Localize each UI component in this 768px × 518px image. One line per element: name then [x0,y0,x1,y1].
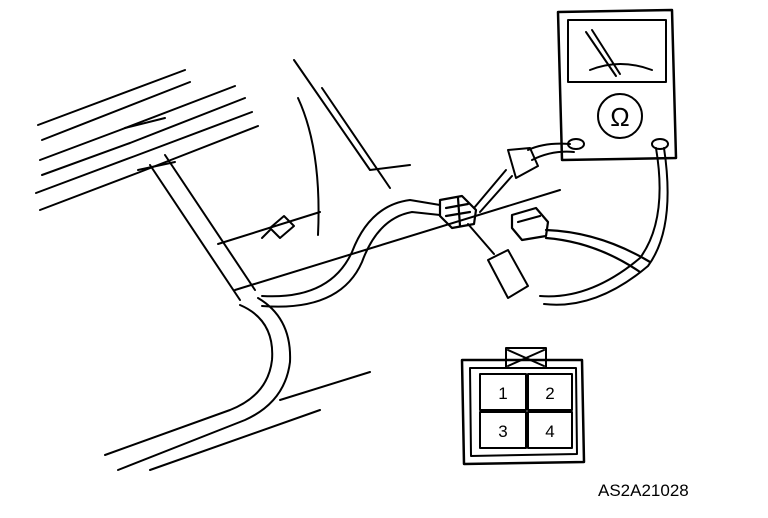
test-lead-red [467,147,669,306]
harness-connector [438,194,478,230]
pin-label-4: 4 [545,422,554,441]
pin-label-3: 3 [498,422,507,441]
terminal-cavity-2 [527,373,573,411]
ohm-symbol-icon [597,93,643,139]
pin-label-1: 1 [498,384,507,403]
dashboard-panel [35,59,561,471]
pin-label-2: 2 [545,384,554,403]
unplugged-connector [510,206,652,274]
ohm-symbol-glyph: Ω [610,102,629,132]
inline-fuse [261,215,295,239]
terminal-cavity-1 [479,373,527,411]
wire-harness [261,199,441,308]
test-lead-black [473,142,575,213]
meter-jack-right [651,138,669,150]
terminal-cavity-4 [527,411,573,449]
terminal-cavity-3 [479,411,527,449]
connector-face-view: 1 2 3 4 [460,347,586,466]
meter-dial-window [567,19,667,83]
figure-code: AS2A21028 [598,481,689,500]
connector-latch [505,347,547,369]
ohmmeter: Ω [556,8,678,162]
